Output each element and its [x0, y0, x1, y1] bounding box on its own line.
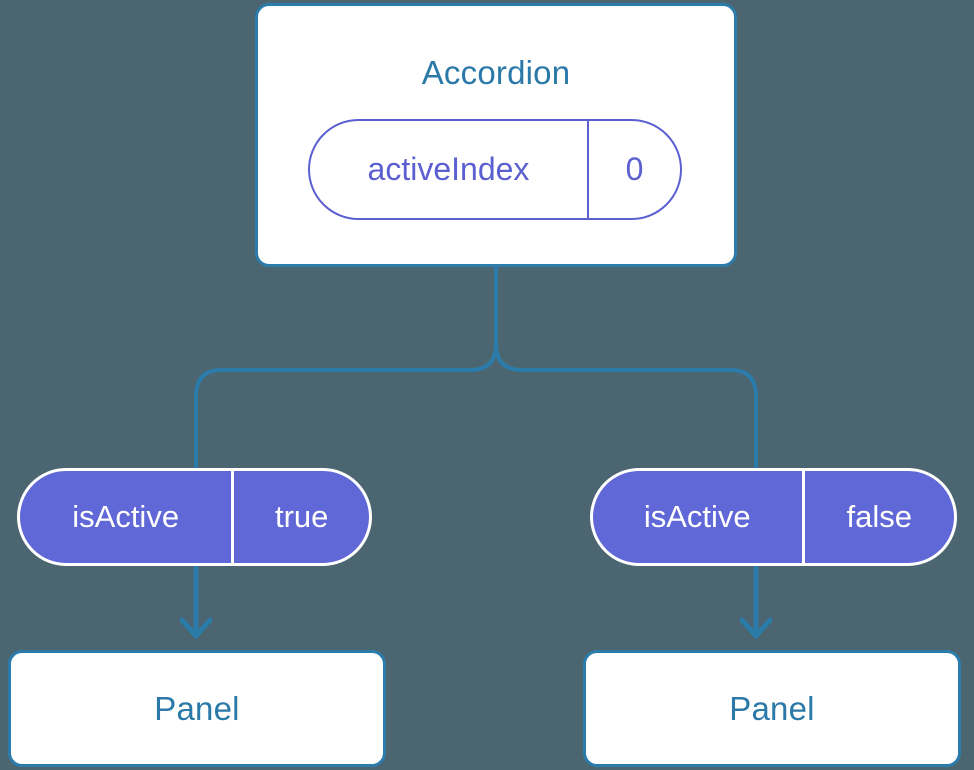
panel-title-left: Panel	[154, 690, 240, 727]
connector-tree-accordion-to-pill-right	[494, 342, 758, 470]
panel-title-right: Panel	[729, 690, 815, 727]
prop-pill-is-active-true-key: isActive	[72, 499, 180, 534]
arrow-left-pill-to-panel	[179, 565, 213, 639]
state-pill-active-index-value: 0	[586, 121, 680, 218]
state-pill-active-index[interactable]: activeIndex 0	[308, 119, 682, 220]
connector-tree-accordion-to-pills	[194, 265, 498, 470]
prop-pill-is-active-false-value: false	[801, 471, 955, 563]
panel-component-card-right[interactable]: Panel	[583, 650, 961, 767]
state-pill-active-index-key: activeIndex	[367, 151, 530, 187]
accordion-title: Accordion	[421, 54, 571, 91]
arrow-right-pill-to-panel	[739, 565, 773, 639]
prop-pill-is-active-false[interactable]: isActive false	[590, 468, 957, 566]
prop-pill-is-active-false-key: isActive	[643, 499, 751, 534]
prop-pill-is-active-true[interactable]: isActive true	[17, 468, 372, 566]
panel-component-card-left[interactable]: Panel	[8, 650, 386, 767]
prop-pill-is-active-true-value: true	[231, 471, 369, 563]
